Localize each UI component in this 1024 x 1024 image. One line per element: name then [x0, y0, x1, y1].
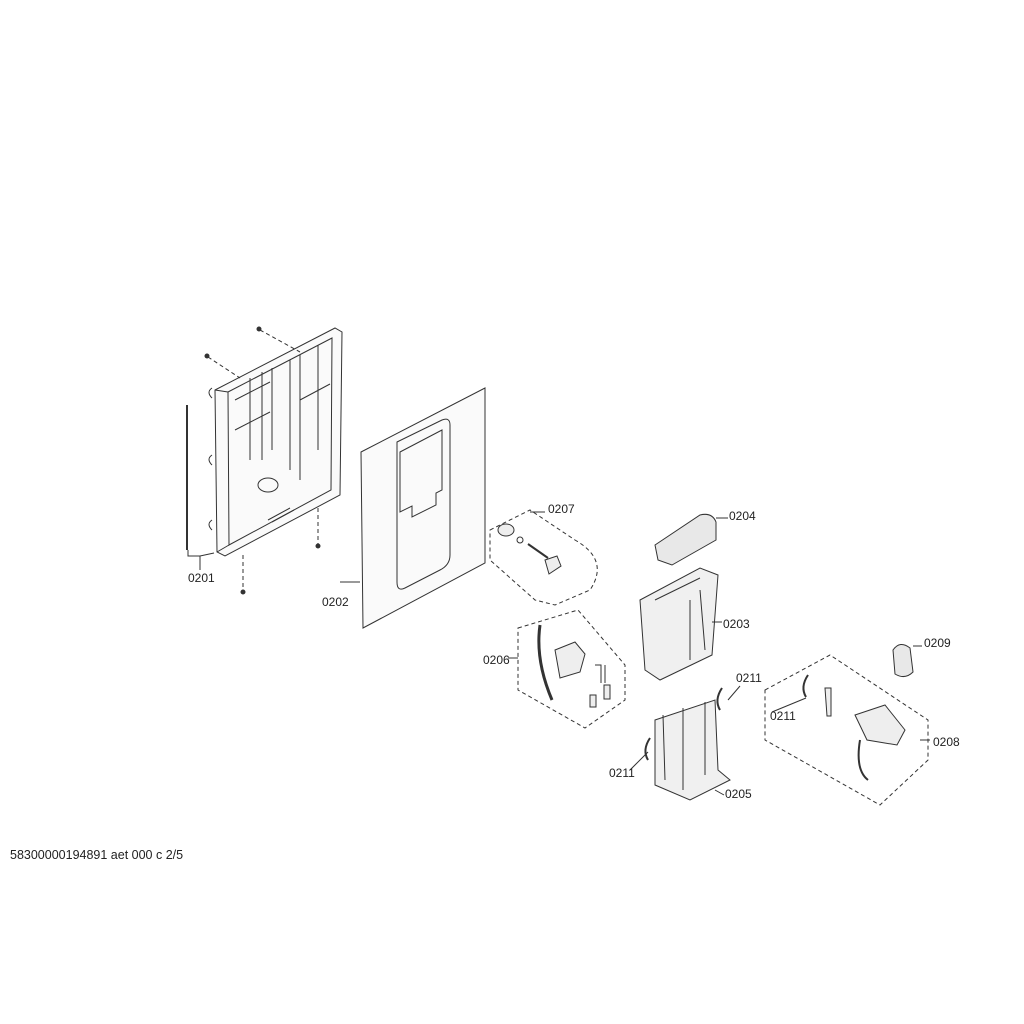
- clip-0211-a: [716, 687, 723, 711]
- drain-group-outline-0208: [764, 654, 929, 806]
- part-label-0208: 0208: [933, 735, 960, 749]
- part-label-0209: 0209: [924, 636, 951, 650]
- part-label-0207: 0207: [548, 502, 575, 516]
- cap-0209: [892, 644, 914, 678]
- part-label-0203: 0203: [723, 617, 750, 631]
- part-label-0201: 0201: [188, 571, 215, 585]
- pump-0206: [537, 624, 611, 708]
- part-label-0211-c: 0211: [609, 766, 635, 780]
- back-frame-0201: [208, 327, 343, 557]
- pump-group-outline-0206: [517, 609, 626, 729]
- lid-0204: [654, 513, 717, 566]
- front-panel-0202: [340, 387, 486, 629]
- part-label-0202: 0202: [322, 595, 349, 609]
- part-label-0205: 0205: [725, 787, 752, 801]
- screws: [207, 329, 319, 590]
- clip-0211-b: [802, 674, 809, 698]
- valve-group-outline-0207: [489, 509, 598, 606]
- tank-holder-0205: [654, 699, 731, 801]
- clip-0211-c: [644, 737, 651, 761]
- drawing-reference-footer: 58300000194891 aet 000 c 2/5: [10, 848, 184, 862]
- part-label-0206: 0206: [483, 653, 510, 667]
- part-label-0211-a: 0211: [736, 671, 762, 685]
- drain-valve-0208: [824, 687, 906, 781]
- water-tank-0203: [639, 567, 719, 681]
- part-label-0211-b: 0211: [770, 709, 796, 723]
- part-label-0204: 0204: [729, 509, 756, 523]
- valve-0207: [497, 523, 562, 575]
